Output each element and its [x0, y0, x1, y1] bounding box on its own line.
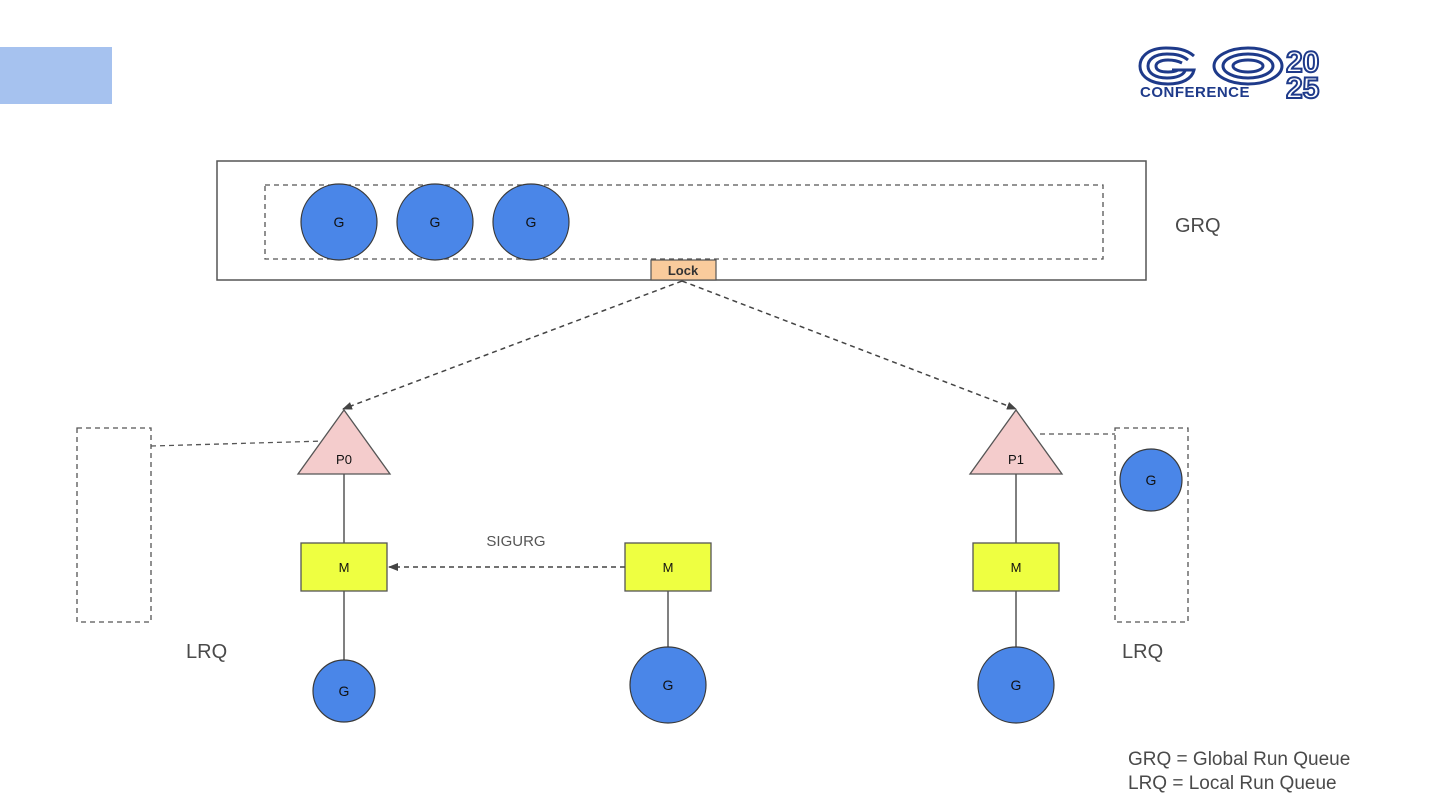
goroutine-label: G [334, 214, 345, 230]
lrq-left-label: LRQ [186, 641, 227, 663]
grq-label: GRQ [1175, 215, 1221, 237]
machine-label: M [1011, 560, 1022, 575]
processor-label: P1 [1008, 452, 1024, 467]
logo-conference-text: CONFERENCE [1140, 84, 1250, 100]
lrq-right-label: LRQ [1122, 641, 1163, 663]
running-goroutine: G [629, 646, 707, 724]
lock-label: Lock [668, 263, 699, 278]
lrq-left-box [76, 427, 152, 623]
goroutine-label: G [430, 214, 441, 230]
lock-badge: Lock [650, 259, 717, 281]
legend-grq-line: GRQ = Global Run Queue [1128, 749, 1351, 770]
processor-label: P0 [336, 452, 352, 467]
goroutine-label: G [339, 683, 350, 699]
running-goroutine: G [977, 646, 1055, 724]
corner-accent-block [0, 47, 112, 104]
running-goroutine: G [312, 659, 376, 723]
grq-queue [264, 184, 1104, 260]
lock-to-p0-arrow [342, 280, 683, 410]
logo-year-bottom: 25 [1286, 72, 1319, 100]
lrq-left-link [150, 440, 326, 447]
goroutine-label: G [526, 214, 537, 230]
sigurg-label: SIGURG [486, 533, 545, 550]
go-conference-logo: CONFERENCE 20 25 [1138, 45, 1320, 100]
legend-lrq-line: LRQ = Local Run Queue [1128, 773, 1337, 794]
machine-m2: M [972, 542, 1060, 592]
grq-goroutine: G [492, 183, 570, 261]
lrq-right-box [1114, 427, 1189, 623]
processor-p0: P0 [296, 408, 392, 475]
goroutine-label: G [1146, 472, 1157, 488]
lrq-right-goroutine: G [1119, 448, 1183, 512]
grq-goroutine: G [300, 183, 378, 261]
machine-m0: M [300, 542, 388, 592]
goroutine-label: G [663, 677, 674, 693]
lock-to-p1-arrow [681, 280, 1017, 410]
machine-label: M [339, 560, 350, 575]
grq-goroutine: G [396, 183, 474, 261]
legend: GRQ = Global Run Queue LRQ = Local Run Q… [1128, 748, 1350, 796]
logo-year-top: 20 [1286, 46, 1319, 79]
machine-label: M [663, 560, 674, 575]
goroutine-label: G [1011, 677, 1022, 693]
processor-p1: P1 [968, 408, 1064, 475]
machine-m1: M [624, 542, 712, 592]
